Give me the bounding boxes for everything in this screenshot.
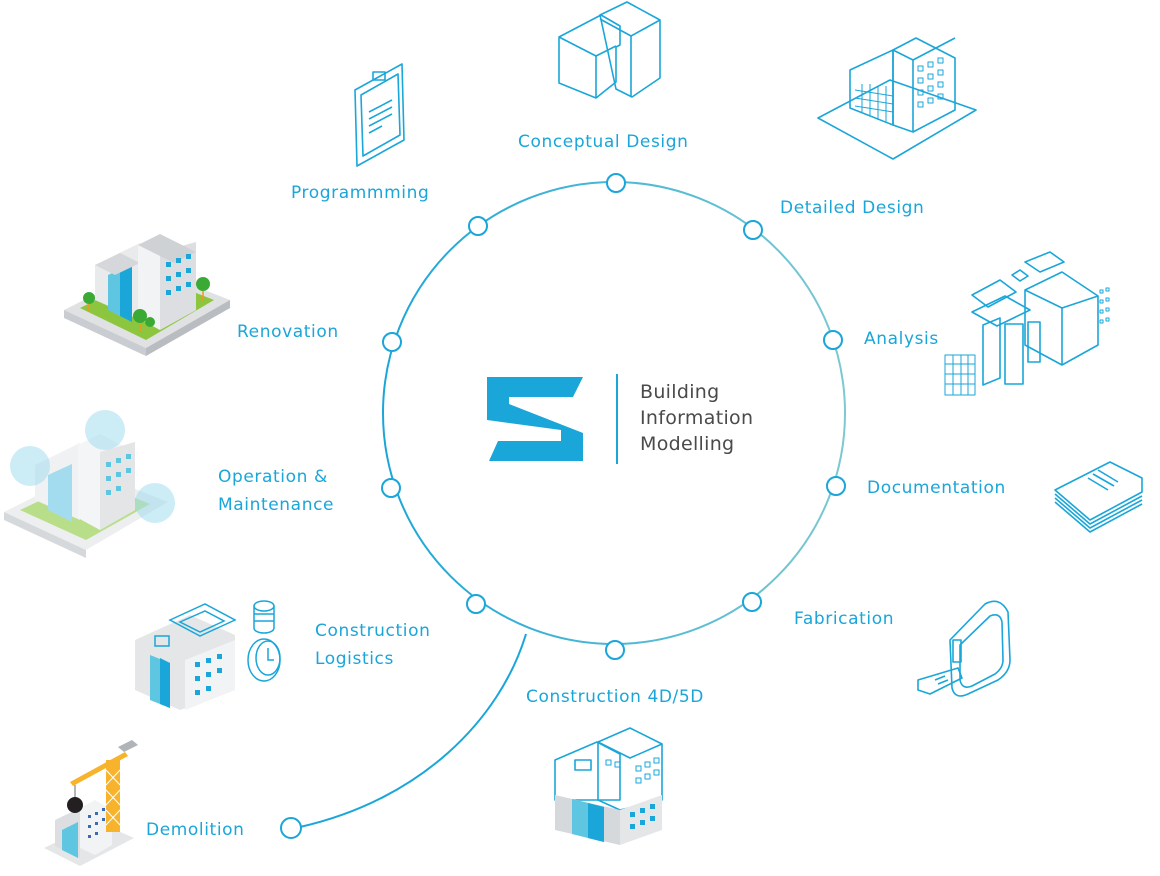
stage-label-demolition[interactable]: Demolition (146, 820, 245, 840)
node-documentation[interactable] (826, 476, 846, 496)
node-construction-4d5d[interactable] (605, 640, 625, 660)
node-fabrication[interactable] (742, 592, 762, 612)
node-demolition[interactable] (280, 817, 302, 839)
crane-wrecking-ball-icon (44, 740, 138, 866)
stage-label-construction-4d5d[interactable]: Construction 4D/5D (526, 687, 704, 707)
exploded-building-icon (944, 251, 1110, 396)
stage-label-operation-maintenance[interactable]: Operation & Maintenance (218, 463, 334, 519)
label-line: Logistics (315, 649, 394, 669)
tape-measure-icon (917, 600, 1011, 697)
stage-label-renovation[interactable]: Renovation (237, 322, 339, 342)
stage-label-documentation[interactable]: Documentation (867, 478, 1006, 498)
stage-nodes (280, 173, 846, 839)
node-conceptual-design[interactable] (606, 173, 626, 193)
brand-title-line: Modelling (640, 433, 735, 455)
node-renovation[interactable] (382, 332, 402, 352)
node-construction-logistics[interactable] (466, 594, 486, 614)
brand-title-line: Building (640, 381, 720, 403)
node-analysis[interactable] (823, 330, 843, 350)
stage-label-conceptual-design[interactable]: Conceptual Design (518, 132, 689, 152)
lifecycle-ring (382, 181, 846, 645)
node-operation-maintenance[interactable] (381, 478, 401, 498)
building-wireframe-icon (817, 37, 977, 160)
documents-stack-icon (1054, 461, 1143, 533)
node-programming[interactable] (468, 216, 488, 236)
label-line: Maintenance (218, 495, 335, 515)
blocks-icon (558, 1, 661, 99)
brand-title: Building Information Modelling (640, 379, 753, 457)
node-detailed-design[interactable] (743, 220, 763, 240)
brand-title-line: Information (640, 407, 754, 429)
label-line: Construction (315, 621, 431, 641)
stage-label-fabrication[interactable]: Fabrication (794, 609, 895, 629)
building-coins-clock-icon (135, 600, 281, 710)
partial-building-solid (555, 795, 662, 845)
building-bubbles-icon (4, 410, 175, 558)
stage-label-construction-logistics[interactable]: Construction Logistics (315, 617, 430, 673)
building-trees-icon (64, 234, 230, 356)
clipboard-icon (354, 63, 405, 167)
label-line: Operation & (218, 467, 328, 487)
partial-building-icon (554, 727, 663, 811)
stage-label-detailed-design[interactable]: Detailed Design (780, 198, 925, 218)
stage-label-programming[interactable]: Programmming (291, 183, 430, 203)
stage-label-analysis[interactable]: Analysis (864, 329, 939, 349)
s-logo-icon (487, 377, 583, 461)
demolition-connector (299, 633, 527, 828)
